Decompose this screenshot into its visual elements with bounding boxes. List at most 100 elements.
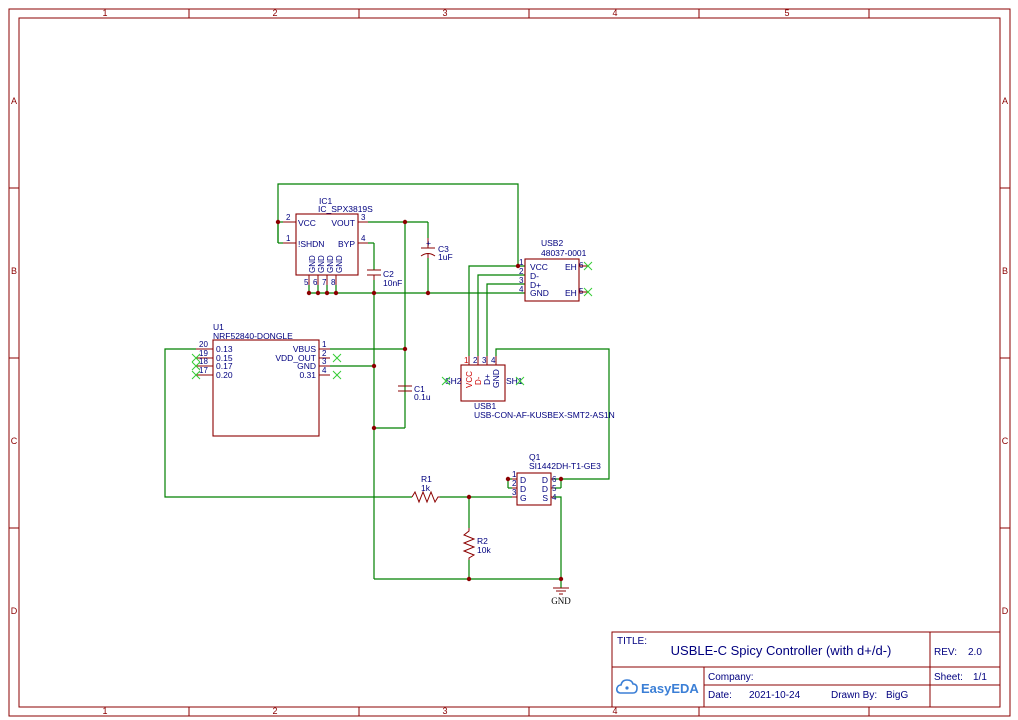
- sheet-label: Sheet:: [934, 672, 963, 683]
- usb2-pinnum-2: 2: [519, 267, 524, 276]
- u1-pin-gnd: GND: [297, 361, 316, 371]
- q1-pin-s: S: [542, 493, 548, 503]
- q1-part: SI1442DH-T1-GE3: [529, 461, 601, 471]
- u1-pinnum-2: 2: [322, 349, 327, 358]
- easyeda-logo: EasyEDA: [616, 679, 699, 696]
- row-label-a: A: [11, 96, 17, 106]
- ic1-pin-gnd-5: GND: [308, 255, 317, 273]
- q1-pin-d1: D: [520, 475, 526, 485]
- ic1-pinnum-4: 4: [361, 234, 366, 243]
- q1-pin-d6: D: [542, 475, 548, 485]
- q1-pin-d5: D: [542, 484, 548, 494]
- ic1-ref: IC1: [319, 196, 333, 206]
- junctions: [275, 219, 564, 582]
- c2-capacitor[interactable]: C2 10nF: [367, 269, 402, 288]
- ic1-pinnum-8: 8: [331, 278, 336, 287]
- u1-pin-017: 0.17: [216, 361, 233, 371]
- u1-pin-013: 0.13: [216, 344, 233, 354]
- row-label-c-right: C: [1002, 436, 1009, 446]
- r1-ref: R1: [421, 474, 432, 484]
- usb2-ref: USB2: [541, 238, 563, 248]
- q1-pin-g: G: [520, 493, 527, 503]
- usb2-part: 48037-0001: [541, 248, 587, 258]
- title-block: TITLE: USBLE-C Spicy Controller (with d+…: [611, 631, 1001, 708]
- ic1-pin-shdn: !SHDN: [298, 239, 324, 249]
- ic1-regulator[interactable]: IC1 IC_SPX3819S VCC !SHDN VOUT BYP GND G…: [283, 196, 373, 287]
- gnd-label: GND: [551, 596, 571, 606]
- u1-pin-vbus: VBUS: [293, 344, 316, 354]
- ic1-pinnum-2: 2: [286, 213, 291, 222]
- logo-text: EasyEDA: [641, 681, 699, 696]
- q1-pinnum-1: 1: [512, 470, 517, 479]
- ic1-pinnum-1: 1: [286, 234, 291, 243]
- usb1-part: USB-CON-AF-KUSBEX-SMT2-AS1N: [474, 410, 615, 420]
- company-label: Company:: [708, 672, 754, 683]
- q1-ref: Q1: [529, 452, 541, 462]
- col-label-2-bottom: 2: [272, 706, 277, 716]
- u1-pin-vdd-out: VDD_OUT: [275, 353, 316, 363]
- ic1-pin-gnd-8: GND: [335, 255, 344, 273]
- usb2-pin-dm: D-: [530, 271, 539, 281]
- q1-pinnum-5: 5: [552, 484, 557, 493]
- sheet-frame: 1 2 3 4 5 1 2 3 4 A B C D A B C D: [8, 8, 1011, 717]
- u1-pinnum-1: 1: [322, 340, 327, 349]
- col-label-1: 1: [102, 8, 107, 18]
- usb1-pin-dp: D+: [482, 374, 492, 385]
- r2-ref: R2: [477, 536, 488, 546]
- u1-part: NRF52840-DONGLE: [213, 331, 293, 341]
- ic1-pinnum-3: 3: [361, 213, 366, 222]
- q1-pinnum-4: 4: [552, 493, 557, 502]
- wires: [164, 183, 610, 588]
- u1-pinnum-4: 4: [322, 366, 327, 375]
- col-label-5: 5: [784, 8, 789, 18]
- q1-pinnum-2: 2: [512, 479, 517, 488]
- ic1-pinnum-6: 6: [313, 278, 318, 287]
- drawn-by-value: BigG: [886, 690, 908, 701]
- c3-plus: +: [426, 238, 431, 248]
- ic1-pin-byp: BYP: [338, 239, 355, 249]
- c1-ref: C1: [414, 384, 425, 394]
- row-label-b: B: [11, 266, 17, 276]
- usb1-pinnum-3: 3: [482, 356, 487, 365]
- sheet-value: 1/1: [973, 672, 987, 683]
- col-label-2: 2: [272, 8, 277, 18]
- usb1-pinnum-4: 4: [491, 356, 496, 365]
- r2-resistor[interactable]: R2 10k: [462, 528, 491, 560]
- col-label-1-bottom: 1: [102, 706, 107, 716]
- title-label: TITLE:: [617, 636, 647, 647]
- col-label-4: 4: [612, 8, 617, 18]
- u1-pin-020: 0.20: [216, 370, 233, 380]
- drawn-by-label: Drawn By:: [831, 690, 877, 701]
- q1-pinnum-3: 3: [512, 488, 517, 497]
- c3-capacitor[interactable]: + C3 1uF: [420, 238, 453, 262]
- usb2-pin-eh-bottom: EH: [565, 288, 577, 298]
- r1-resistor[interactable]: R1 1k: [411, 474, 440, 504]
- usb1-connector[interactable]: VCC D- D+ GND 1 2 3 4 SH2 SH1 USB1 USB-C…: [441, 356, 615, 420]
- u1-nrf52840-dongle[interactable]: U1 NRF52840-DONGLE 0.13 0.15 0.17 0.20 2…: [191, 322, 342, 437]
- u1-ref: U1: [213, 322, 224, 332]
- ic1-pin-gnd-6: GND: [317, 255, 326, 273]
- u1-pin-015: 0.15: [216, 353, 233, 363]
- c2-value: 10nF: [383, 278, 402, 288]
- usb1-pin-sh2: SH2: [445, 376, 462, 386]
- q1-mosfet[interactable]: Q1 SI1442DH-T1-GE3 D D G D D S 1 2 3 6 5…: [512, 452, 601, 506]
- usb2-pinnum-1: 1: [519, 258, 524, 267]
- date-label: Date:: [708, 690, 732, 701]
- u1-pinnum-3: 3: [322, 357, 327, 366]
- u1-pinnum-19: 19: [199, 349, 208, 358]
- usb2-connector[interactable]: USB2 48037-0001 VCC D- D+ GND EH EH 1 2 …: [519, 238, 593, 302]
- col-label-3: 3: [442, 8, 447, 18]
- ic1-pin-gnd-7: GND: [326, 255, 335, 273]
- c1-capacitor[interactable]: C1 0.1u: [398, 384, 431, 402]
- u1-pinnum-20: 20: [199, 340, 208, 349]
- ic1-part: IC_SPX3819S: [318, 204, 373, 214]
- usb1-pin-dm: D-: [474, 376, 483, 385]
- q1-pinnum-6: 6: [552, 475, 557, 484]
- rev-value: 2.0: [968, 647, 982, 658]
- c3-ref: C3: [438, 244, 449, 254]
- gnd-symbol: GND: [551, 587, 571, 606]
- usb2-pinnum-4: 4: [519, 285, 524, 294]
- usb2-pin-dp: D+: [530, 280, 541, 290]
- u1-pinnum-18: 18: [199, 357, 208, 366]
- q1-pin-d2: D: [520, 484, 526, 494]
